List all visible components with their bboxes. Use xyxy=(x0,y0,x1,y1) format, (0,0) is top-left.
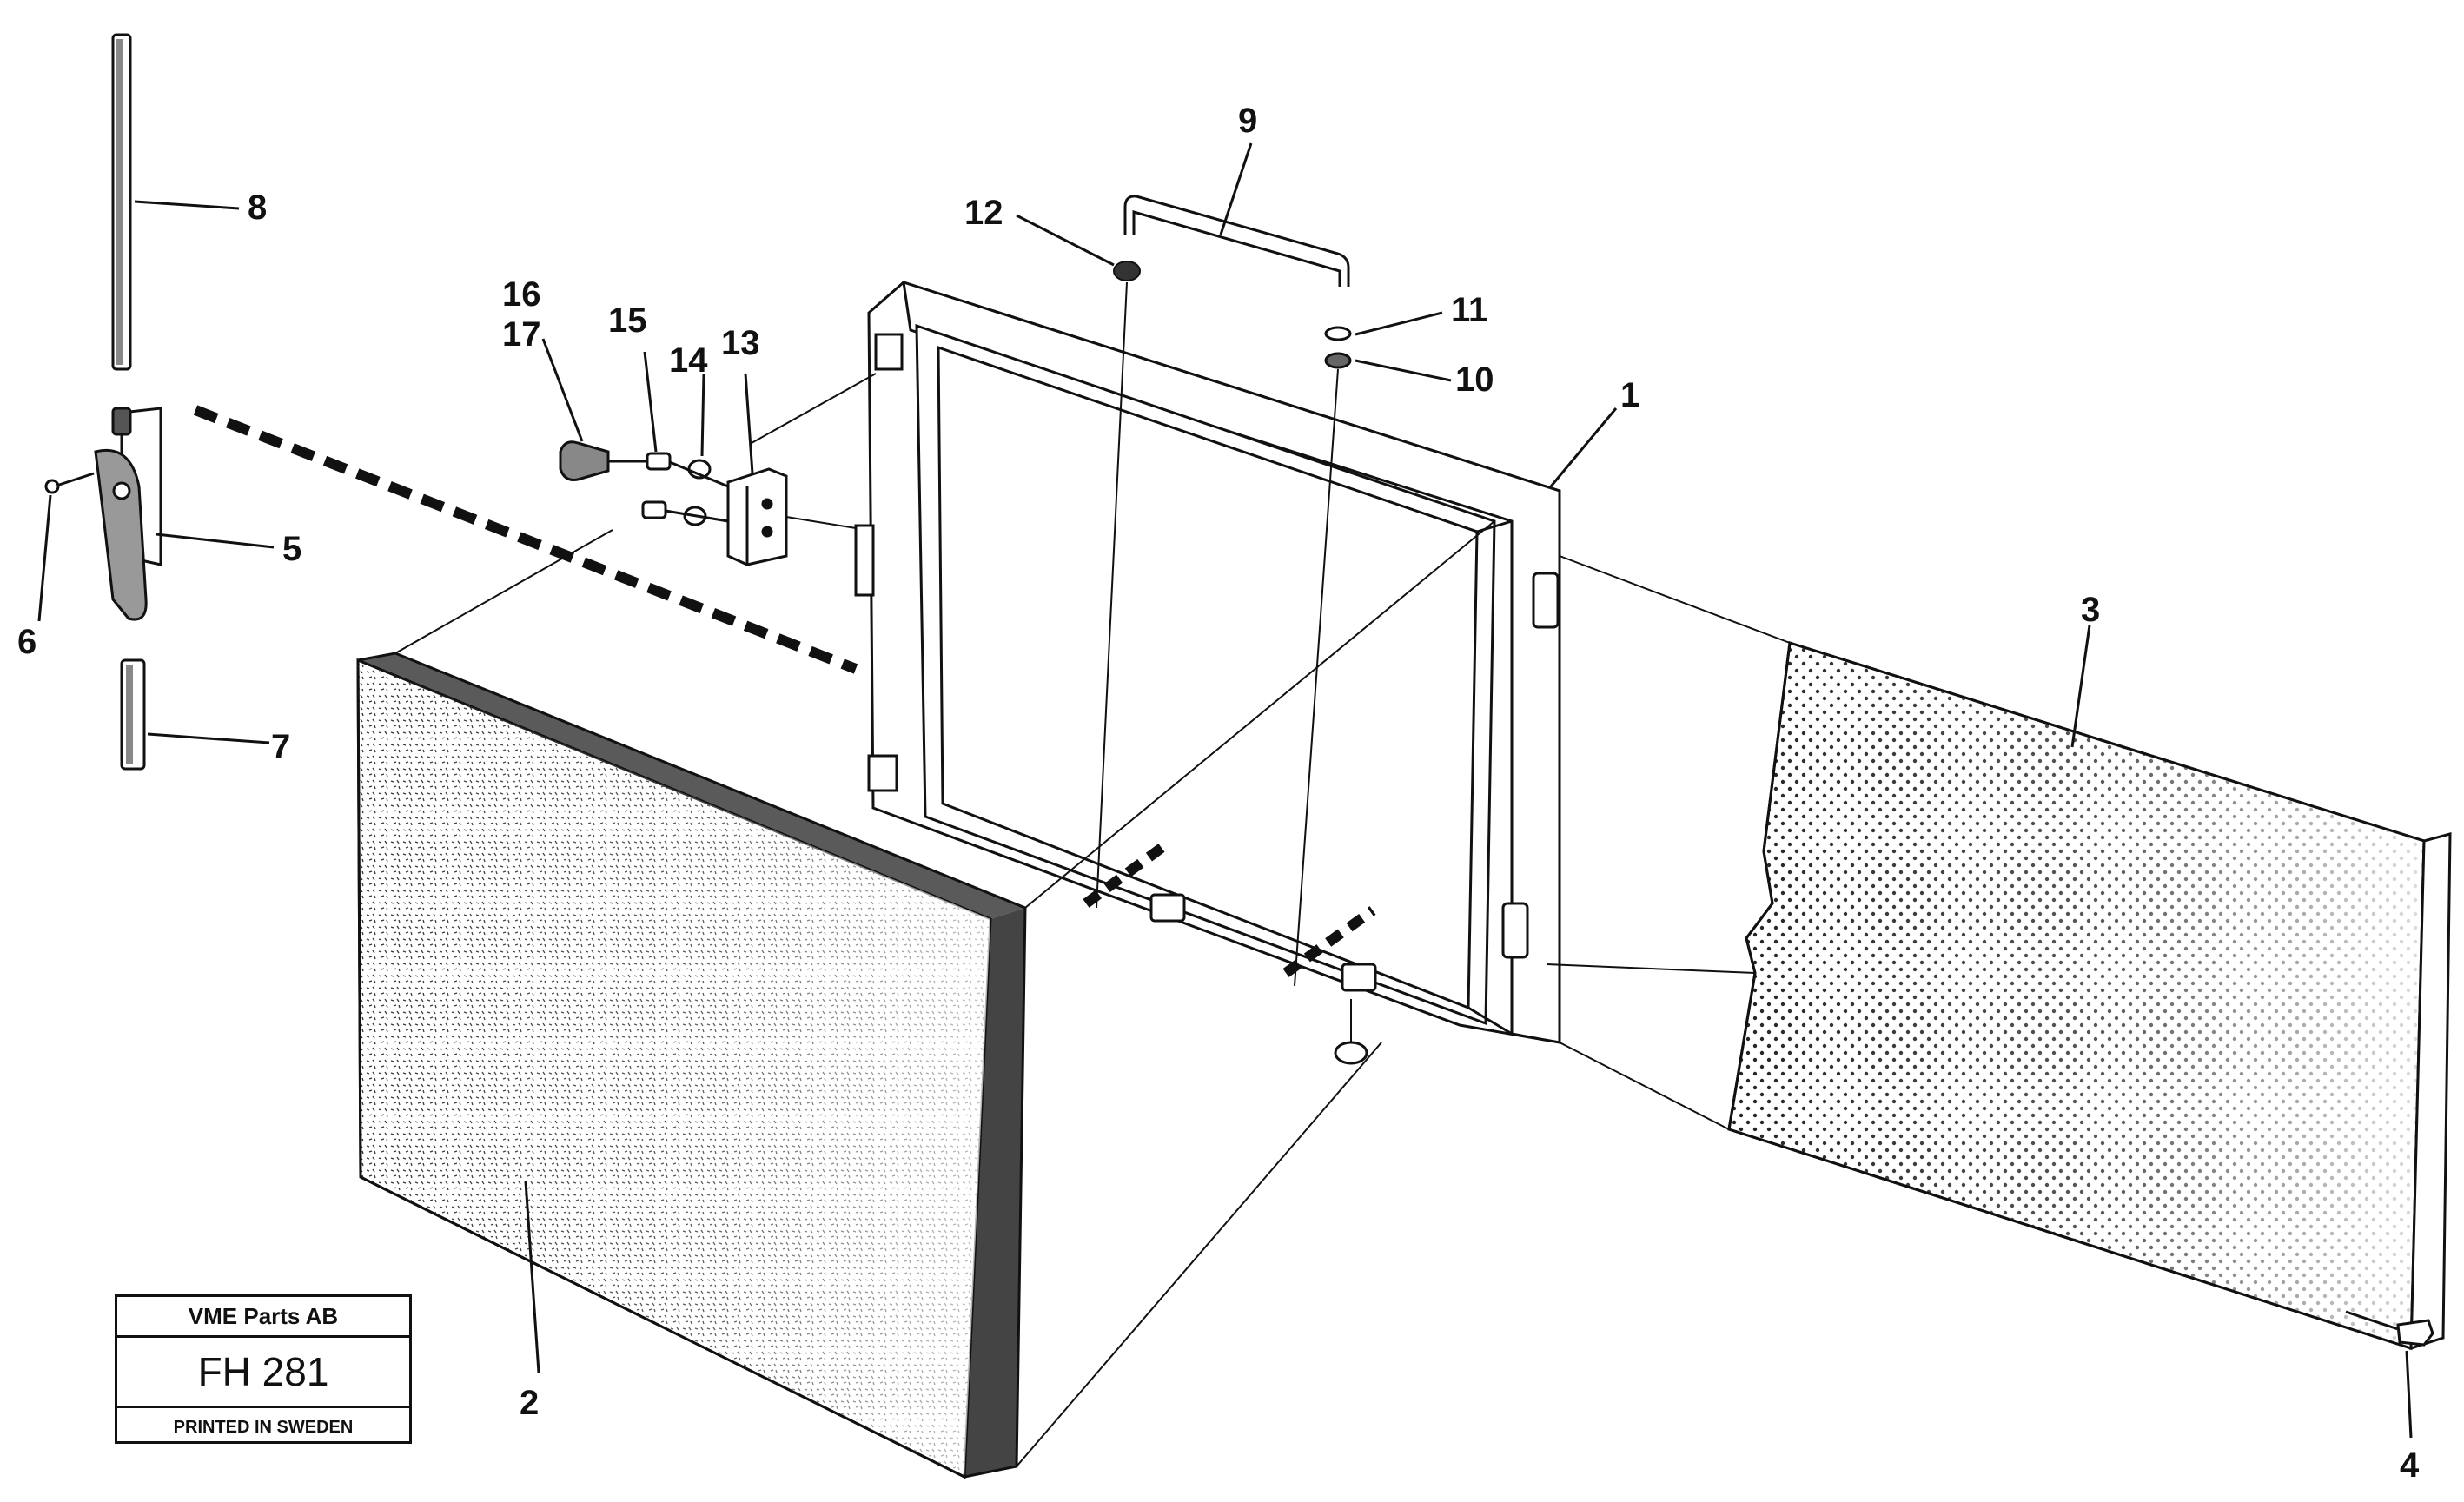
nut-part-10 xyxy=(1324,352,1352,369)
callout-6: 6 xyxy=(17,623,36,661)
handle-part-9 xyxy=(1123,195,1350,287)
callout-4: 4 xyxy=(2400,1446,2420,1485)
callout-9: 9 xyxy=(1238,102,1257,140)
callout-8: 8 xyxy=(248,189,267,227)
bolts-parts-14-17 xyxy=(559,440,729,526)
stamp-origin: PRINTED IN SWEDEN xyxy=(173,1417,354,1437)
callout-2: 2 xyxy=(520,1384,539,1422)
callout-13: 13 xyxy=(721,324,760,362)
latch-link-dashed xyxy=(193,405,858,674)
callout-11: 11 xyxy=(1451,291,1487,329)
latch-rod-part-8 xyxy=(111,33,132,371)
callout-10: 10 xyxy=(1455,361,1494,399)
perforated-panel-part-3 xyxy=(1727,641,2452,1351)
callout-5: 5 xyxy=(282,530,301,568)
callout-7: 7 xyxy=(271,728,290,766)
title-stamp: VME Parts AB FH 281 PRINTED IN SWEDEN xyxy=(115,1294,412,1444)
bottom-brackets xyxy=(1149,893,1377,1065)
frame-part-1 xyxy=(854,280,1561,1044)
callout-14: 14 xyxy=(669,341,708,380)
insulation-block-part-2 xyxy=(356,652,1027,1479)
callout-1: 1 xyxy=(1620,376,1639,414)
bottom-fasteners xyxy=(1083,838,1376,977)
latch-bracket-part-5 xyxy=(94,407,162,621)
assembly-guide-lines xyxy=(394,281,1791,1467)
callout-17: 17 xyxy=(502,315,541,354)
knob-part-12 xyxy=(1113,261,1141,281)
hinge-block-part-13 xyxy=(726,467,788,566)
stamp-company: VME Parts AB xyxy=(117,1297,409,1338)
callout-labels: 1 2 3 4 5 6 7 8 9 10 11 12 13 14 15 16 1… xyxy=(17,102,2420,1485)
callout-16: 16 xyxy=(502,275,541,314)
callout-leaders xyxy=(37,142,2413,1439)
bolt-part-4 xyxy=(2345,1310,2434,1347)
callout-15: 15 xyxy=(608,301,647,340)
screw-part-6 xyxy=(44,472,95,494)
latch-rod-part-7 xyxy=(120,658,146,771)
stamp-code: FH 281 xyxy=(117,1338,409,1408)
callout-12: 12 xyxy=(964,194,1003,232)
washer-part-11 xyxy=(1324,326,1352,341)
callout-3: 3 xyxy=(2081,591,2100,629)
